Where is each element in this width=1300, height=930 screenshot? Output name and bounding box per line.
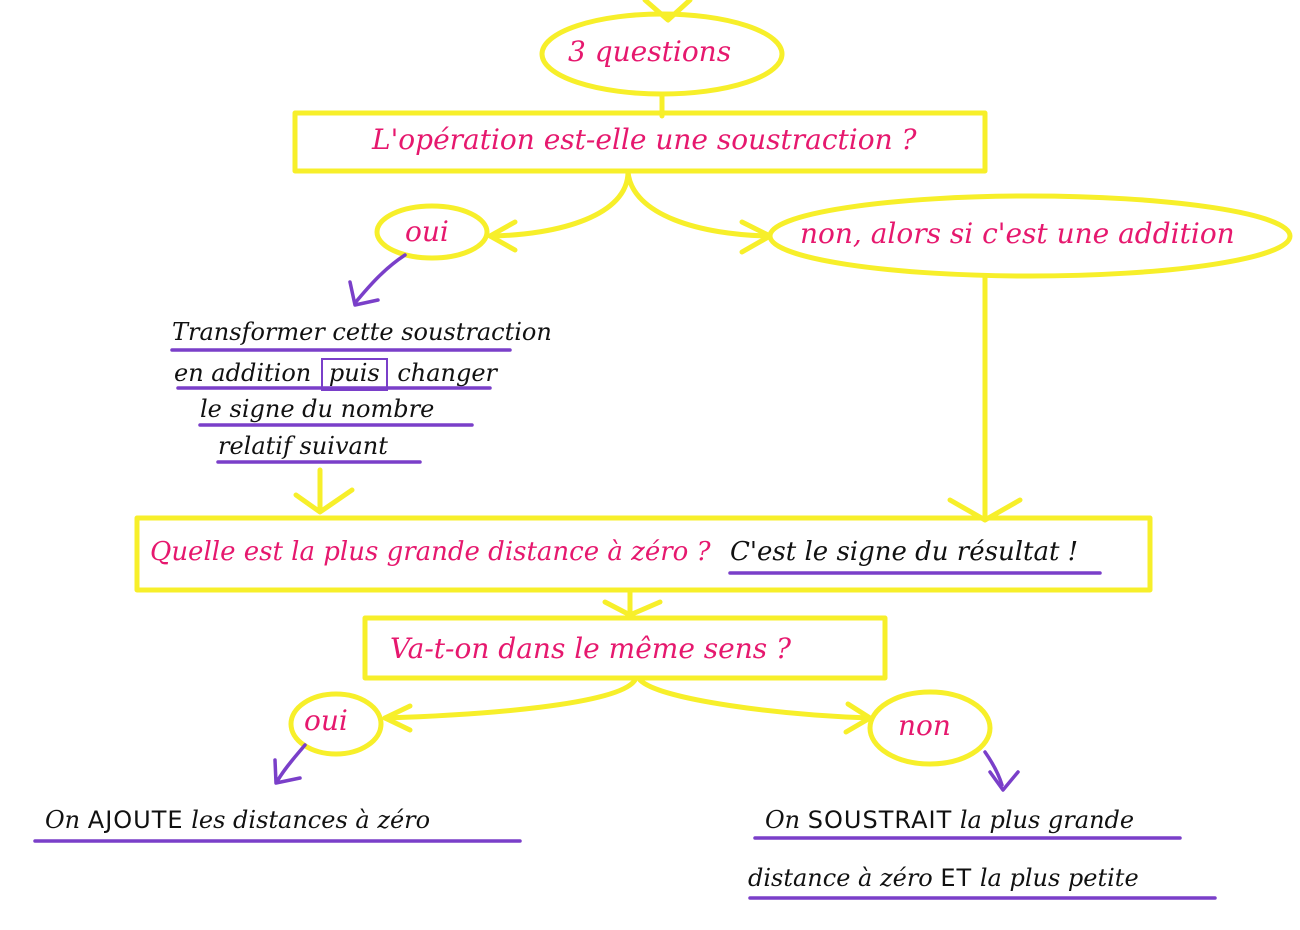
transform-line-1: Transformer cette soustraction bbox=[172, 318, 552, 346]
purple-arrow-q1-yes bbox=[353, 253, 407, 305]
purple-arrow-q3-yes bbox=[276, 743, 307, 782]
q3-yes-label: oui bbox=[304, 704, 348, 737]
q2-box bbox=[134, 515, 1153, 593]
result-no-line-2-caps: ET bbox=[940, 864, 973, 892]
result-yes: On AJOUTE les distances à zéro bbox=[45, 808, 430, 832]
result-yes-prefix: On bbox=[45, 806, 81, 834]
transform-line-2: en addition puis changer bbox=[174, 358, 497, 391]
q3-yes-ellipse bbox=[288, 691, 384, 757]
q1-yes-ellipse bbox=[374, 203, 490, 261]
purple-arrow-q3-no bbox=[983, 750, 1004, 787]
transform-line-2-a: en addition bbox=[174, 359, 312, 387]
arrowhead-q3-yes bbox=[382, 703, 413, 733]
transform-line-3: le signe du nombre bbox=[200, 395, 435, 423]
branch-q3-yes bbox=[382, 677, 638, 721]
q1-no-ellipse bbox=[767, 193, 1293, 279]
result-no-line-2-a: distance à zéro bbox=[748, 864, 933, 892]
q1-box bbox=[292, 110, 988, 174]
q1-no-label: non, alors si c'est une addition bbox=[800, 217, 1235, 250]
q2-label: Quelle est la plus grande distance à zér… bbox=[150, 537, 711, 567]
result-no-caps: SOUSTRAIT bbox=[807, 806, 953, 834]
q1-yes-label: oui bbox=[405, 215, 449, 248]
purple-arrowhead-q1-yes bbox=[348, 280, 380, 307]
arrowhead-transform-q2 bbox=[293, 487, 355, 515]
result-no-prefix: On bbox=[765, 806, 801, 834]
q3-label: Va-t-on dans le même sens ? bbox=[390, 632, 792, 665]
q1-label: L'opération est-elle une soustraction ? bbox=[372, 123, 917, 156]
transform-line-4: relatif suivant bbox=[218, 432, 388, 460]
q2-answer: C'est le signe du résultat ! bbox=[730, 537, 1079, 567]
arrow-into-start bbox=[642, 0, 693, 23]
result-no-line-1: On SOUSTRAIT la plus grande bbox=[765, 808, 1134, 832]
transform-line-2-b: changer bbox=[397, 359, 498, 387]
branch-q1-yes bbox=[487, 169, 631, 239]
result-no-line-2: distance à zéro ET la plus petite bbox=[748, 866, 1139, 890]
start-label: 3 questions bbox=[568, 35, 732, 68]
result-no-suffix: la plus grande bbox=[959, 806, 1135, 834]
q3-box bbox=[362, 615, 888, 681]
branch-q3-no bbox=[637, 677, 873, 721]
purple-arrowhead-q3-yes bbox=[273, 758, 302, 785]
result-yes-suffix: les distances à zéro bbox=[191, 806, 431, 834]
arrowhead-q2-q3 bbox=[602, 599, 663, 618]
result-yes-caps: AJOUTE bbox=[87, 806, 184, 834]
transform-boxed-word: puis bbox=[320, 358, 388, 391]
arrowhead-q1-yes bbox=[487, 219, 518, 253]
purple-arrowhead-q3-no bbox=[988, 770, 1020, 792]
result-no-line-2-b: la plus petite bbox=[979, 864, 1139, 892]
q3-no-label: non bbox=[898, 709, 951, 742]
branch-q1-no bbox=[625, 169, 773, 239]
q3-no-ellipse bbox=[867, 689, 993, 767]
